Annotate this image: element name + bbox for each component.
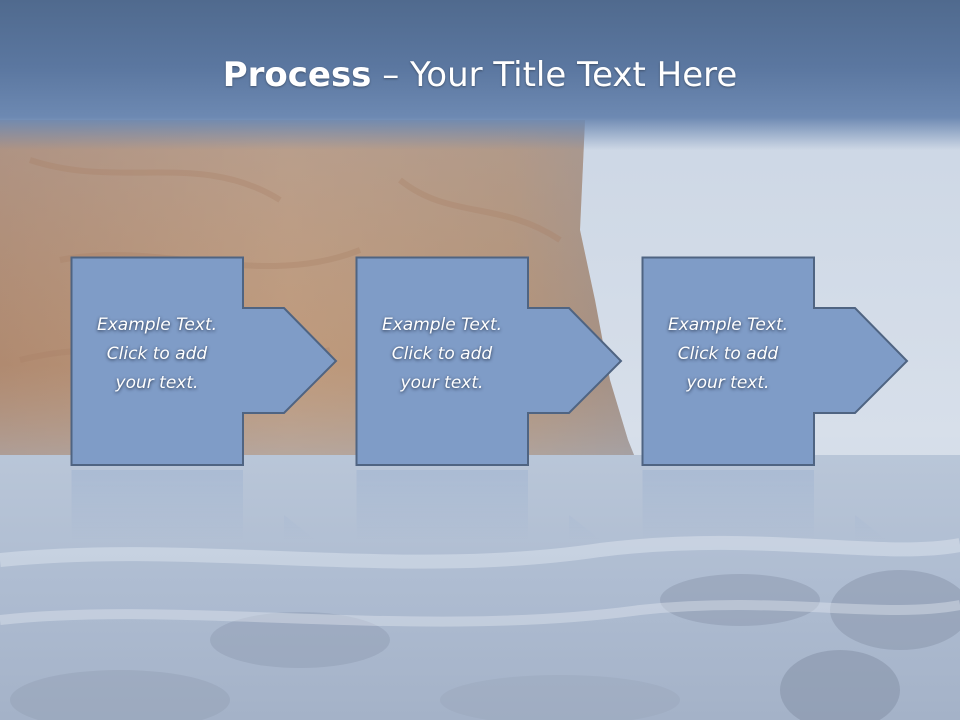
step-2-line-3: your text. [400,373,484,393]
step-2-line-1: Example Text. [381,315,503,335]
process-step-2[interactable]: Example Text. Click to add your text. [355,255,636,470]
step-3-line-3: your text. [686,373,770,393]
slide-title-bold: Process [222,55,372,95]
slide-title[interactable]: Process – Your Title Text Here [0,52,960,98]
step-3-line-2: Click to add [677,344,779,364]
step-2-reflection [356,470,601,540]
step-1-line-1: Example Text. [96,315,218,335]
step-2-text: Example Text. Click to add your text. [356,311,528,398]
step-1-box-arrow-shape [70,256,338,466]
step-1-line-3: your text. [115,373,199,393]
step-3-reflection [642,470,887,540]
step-3-box-arrow-shape [641,256,909,466]
step-2-line-2: Click to add [391,344,493,364]
step-2-box-arrow-shape [355,256,623,466]
title-band [0,0,960,150]
step-1-reflection [71,470,316,540]
process-step-1[interactable]: Example Text. Click to add your text. [70,255,351,470]
step-1-line-2: Click to add [106,344,208,364]
slide-title-rest: – Your Title Text Here [371,55,738,95]
step-1-text: Example Text. Click to add your text. [71,311,243,398]
step-3-line-1: Example Text. [667,315,789,335]
step-3-text: Example Text. Click to add your text. [642,311,814,398]
process-step-3[interactable]: Example Text. Click to add your text. [641,255,922,470]
